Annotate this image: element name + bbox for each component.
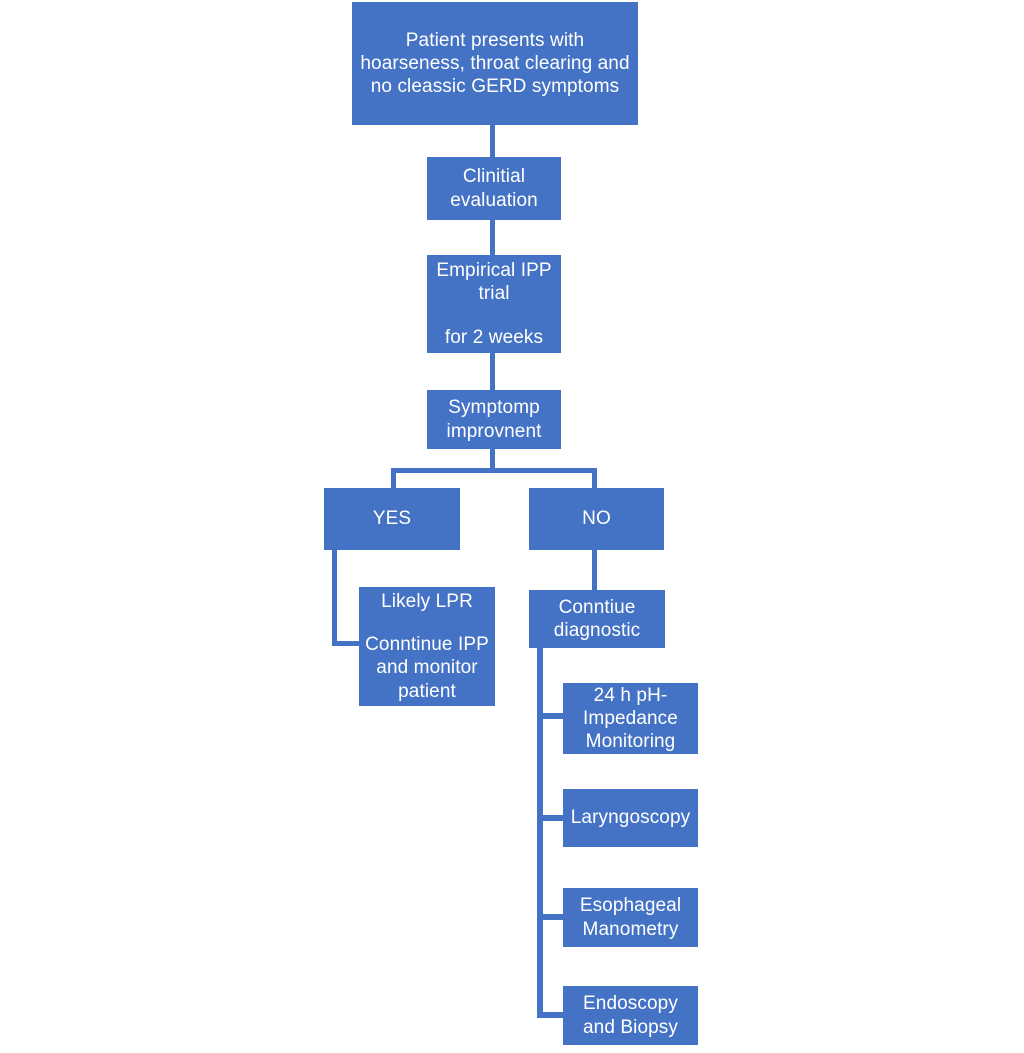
connector-presentation-to-evaluation: [490, 125, 495, 157]
connector-stub-ph-impedance: [537, 713, 565, 719]
connector-split-drop-to-yes: [391, 468, 396, 488]
connector-stub-manometry: [537, 914, 565, 920]
connector-yes-to-likely-lpr: [332, 641, 361, 646]
connector-no-to-continue-diagnostic: [592, 550, 597, 590]
node-likely-lpr-line-2: Conntinue IPP and monitor patient: [365, 634, 489, 702]
node-ph-impedance-monitoring: 24 h pH-Impedance Monitoring: [563, 683, 698, 754]
connector-improvement-split-stem: [490, 449, 495, 470]
node-likely-lpr: Likely LPR Conntinue IPP and monitor pat…: [359, 587, 495, 706]
node-laryngoscopy-line-1: Laryngoscopy: [570, 807, 691, 829]
node-continue-diagnostic: Conntiue diagnostic: [529, 590, 665, 648]
node-laryngoscopy: Laryngoscopy: [563, 789, 698, 847]
connector-diagnostic-trunk: [537, 648, 543, 1018]
node-trial-line-2: for 2 weeks: [444, 326, 544, 348]
connector-split-horizontal-bar: [391, 468, 597, 473]
node-manometry-line-1: Esophageal Manometry: [579, 895, 682, 940]
node-patient-presentation: Patient presents with hoarseness, throat…: [352, 2, 638, 125]
node-branch-yes: YES: [324, 488, 460, 550]
connector-stub-endoscopy: [537, 1012, 565, 1018]
node-branch-no: NO: [529, 488, 664, 550]
node-improvement-line-1: Symptomp improvnent: [446, 397, 542, 442]
node-esophageal-manometry: Esophageal Manometry: [563, 888, 698, 947]
connector-split-drop-to-no: [592, 468, 597, 488]
node-presentation-line-1: Patient presents with hoarseness, throat…: [360, 29, 630, 98]
node-endoscopy-line-1: Endoscopy and Biopsy: [582, 993, 678, 1038]
node-evaluation-line-1: Clinitial evaluation: [450, 166, 538, 211]
node-no-label: NO: [582, 508, 611, 530]
node-continue-dx-line-1: Conntiue diagnostic: [553, 596, 641, 641]
node-trial-line-1: Empirical IPP trial: [436, 260, 552, 305]
node-symptom-improvement: Symptomp improvnent: [427, 390, 561, 449]
node-ph-impedance-line-1: 24 h pH-Impedance Monitoring: [583, 684, 678, 753]
connector-stub-laryngoscopy: [537, 815, 565, 821]
connector-evaluation-to-trial: [490, 220, 495, 255]
connector-trial-to-improvement: [490, 353, 495, 390]
node-empirical-ppi-trial: Empirical IPP trial for 2 weeks: [427, 255, 561, 353]
connector-yes-vertical-drop: [332, 550, 337, 646]
node-yes-label: YES: [372, 508, 412, 530]
node-endoscopy-and-biopsy: Endoscopy and Biopsy: [563, 986, 698, 1045]
node-clinical-evaluation: Clinitial evaluation: [427, 157, 561, 220]
node-likely-lpr-line-1: Likely LPR: [381, 591, 473, 613]
